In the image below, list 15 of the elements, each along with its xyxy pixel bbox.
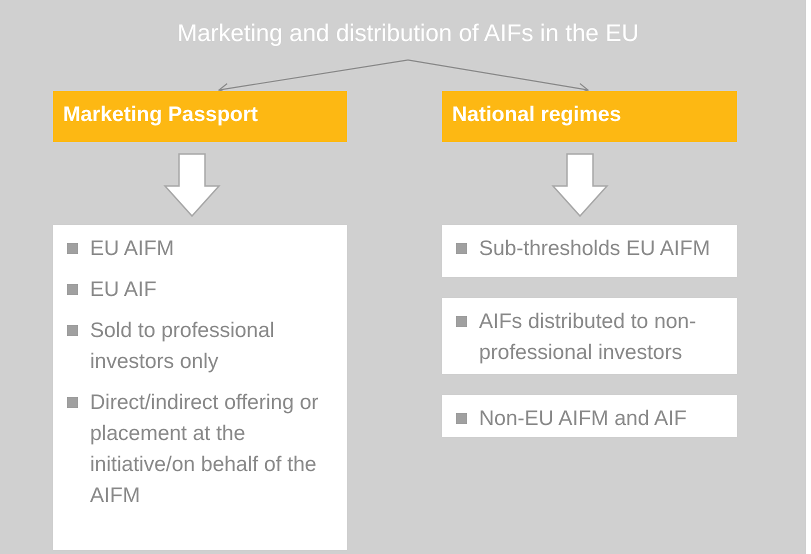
bullet-card — [53, 225, 347, 550]
block-arrow — [163, 153, 221, 218]
bullet-card — [442, 225, 737, 277]
bullet-text: Sub-thresholds EU AIFM — [479, 237, 710, 260]
bullet-text: EU AIF — [90, 278, 157, 301]
bullet-text: Non-EU AIFM and AIF — [479, 407, 687, 430]
bullet-card — [442, 298, 737, 374]
bullet-card — [442, 395, 737, 437]
bullet-text: EU AIFM — [90, 237, 174, 260]
bullet-text: Sold to professional investors only — [90, 319, 274, 373]
category-header: Marketing Passport — [53, 91, 347, 142]
bullet-text: Direct/indirect offering or placement at the initiative/on behalf of the AIFM — [90, 391, 318, 507]
block-arrow — [551, 153, 609, 218]
category-header: National regimes — [442, 91, 737, 142]
bullet-text: AIFs distributed to non-professional investors — [479, 310, 696, 364]
